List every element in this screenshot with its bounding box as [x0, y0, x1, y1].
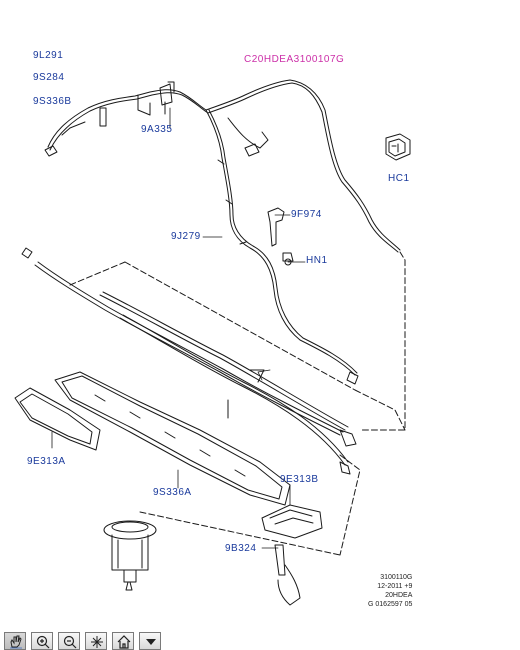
home-button[interactable]: [112, 632, 134, 650]
parts-diagram: 9L291 9S284 9S336B 9A335 C20HDEA3100107G…: [14, 50, 412, 609]
callout-hn1[interactable]: HN1: [306, 255, 328, 266]
callout-9e313a[interactable]: 9E313A: [27, 456, 66, 467]
callout-c20hdea3100107g[interactable]: C20HDEA3100107G: [244, 54, 345, 65]
fit-view-button[interactable]: [85, 632, 107, 650]
pan-button[interactable]: [4, 632, 26, 650]
reference-line: 3100110G: [380, 574, 413, 581]
callout-9e313b[interactable]: 9E313B: [280, 474, 319, 485]
callout-9j279[interactable]: 9J279: [171, 231, 201, 242]
callout-9b324[interactable]: 9B324: [225, 543, 257, 554]
reference-line: 20HDEA: [385, 592, 413, 599]
fuel-lines: [21, 247, 357, 475]
heat-shields: [14, 371, 291, 506]
callout-9s336a[interactable]: 9S336A: [153, 487, 192, 498]
shield-9e313b: [261, 504, 323, 539]
fuel-pump-module: [103, 520, 157, 591]
harness-9j279: [205, 109, 359, 385]
zoom-out-button[interactable]: [58, 632, 80, 650]
viewer-toolbar: [0, 631, 520, 650]
hc1-connector: [385, 133, 411, 161]
leader-lines: [69, 251, 406, 556]
upper-wiring-harness: [44, 81, 209, 157]
callout-leaders: [51, 107, 306, 549]
zoom-in-button[interactable]: [31, 632, 53, 650]
callout-hc1[interactable]: HC1: [388, 173, 410, 184]
reference-line: 12-2011 +9: [377, 583, 413, 590]
line-art: [14, 79, 411, 606]
callout-9s336b[interactable]: 9S336B: [33, 96, 72, 107]
callout-9a335[interactable]: 9A335: [141, 124, 173, 135]
reference-line: G 0162597 05: [368, 601, 413, 608]
right-harness: [205, 79, 401, 253]
bracket-9f974: [267, 207, 294, 266]
reference-block: 3100110G 12-2011 +9 20HDEA G 0162597 05: [368, 573, 412, 609]
callout-9l291[interactable]: 9L291: [33, 50, 64, 61]
callout-9f974[interactable]: 9F974: [291, 209, 322, 220]
menu-dropdown-button[interactable]: [139, 632, 161, 650]
callout-9s284[interactable]: 9S284: [33, 72, 65, 83]
sensor-9b324: [274, 544, 301, 606]
